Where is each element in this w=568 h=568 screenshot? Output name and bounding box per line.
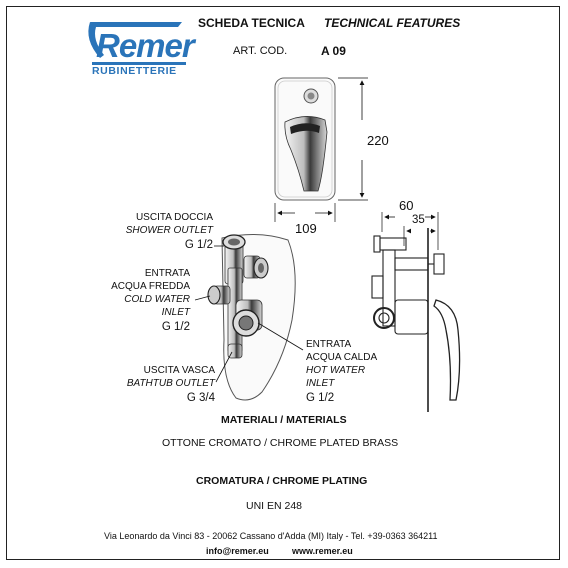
logo-subtitle: RUBINETTERIE bbox=[92, 65, 177, 77]
footer-email[interactable]: info@remer.eu bbox=[206, 546, 269, 556]
materials-text: OTTONE CROMATO / CHROME PLATED BRASS bbox=[162, 437, 399, 449]
front-view bbox=[274, 77, 336, 201]
bathtub-outlet-label: USCITA VASCA BATHTUB OUTLET G 3/4 bbox=[126, 365, 215, 404]
sheet-title-en: TECHNICAL FEATURES bbox=[324, 16, 461, 30]
sheet-title: SCHEDA TECNICA bbox=[198, 16, 305, 30]
logo-word: Remer bbox=[96, 27, 195, 64]
cold-water-inlet-label: ENTRATA ACQUA FREDDA COLD WATER INLET G … bbox=[111, 268, 190, 333]
footer-website[interactable]: www.remer.eu bbox=[292, 546, 353, 556]
technical-sheet bbox=[6, 6, 560, 560]
side-view bbox=[371, 228, 461, 412]
dimension-width: 109 bbox=[295, 221, 317, 236]
plating-text: UNI EN 248 bbox=[246, 500, 303, 512]
dimension-height: 220 bbox=[367, 133, 389, 148]
footer-address: Via Leonardo da Vinci 83 - 20062 Cassano… bbox=[104, 531, 438, 541]
hot-water-inlet-label: ENTRATA ACQUA CALDA HOT WATER INLET G 1/… bbox=[306, 339, 378, 404]
rear-view bbox=[207, 233, 296, 401]
dimension-depth: 60 bbox=[399, 198, 414, 213]
article-code-value: A 09 bbox=[321, 44, 346, 58]
article-code-label: ART. COD. bbox=[233, 45, 288, 57]
dimension-inner: 35 bbox=[412, 214, 425, 226]
materials-title: MATERIALI / MATERIALS bbox=[221, 414, 347, 426]
shower-outlet-label: USCITA DOCCIA SHOWER OUTLET G 1/2 bbox=[125, 212, 213, 251]
plating-title: CROMATURA / CHROME PLATING bbox=[196, 475, 368, 487]
